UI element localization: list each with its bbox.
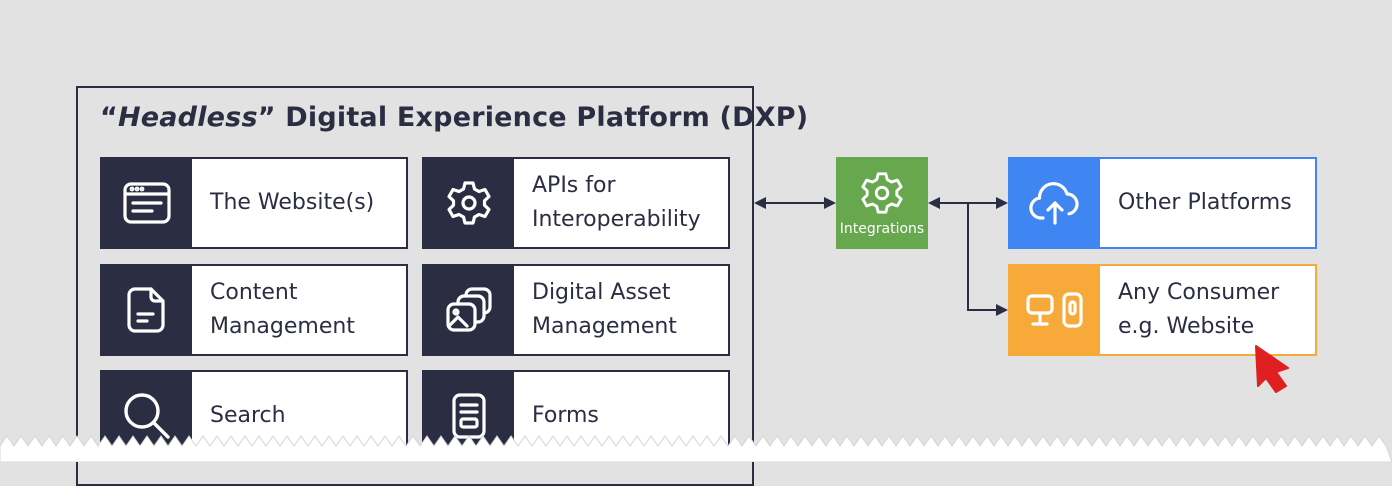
form-icon [424,372,514,460]
devices-icon [1010,266,1100,354]
browser-window-icon [102,159,192,247]
tile-label: The Website(s) [210,190,375,215]
gear-icon [424,159,514,247]
tile-forms: Forms [422,370,730,462]
tile-search: Search [100,370,408,462]
gear-icon [860,171,904,215]
connector-integrations-consumer [967,203,1008,316]
tile-label: Search [210,403,286,428]
external-other-platforms: Other Platforms [1008,157,1317,249]
tile-website: The Website(s) [100,157,408,249]
document-icon [102,266,192,354]
cloud-upload-icon [1010,159,1100,247]
tile-label: Forms [532,403,599,428]
image-stack-icon [424,266,514,354]
search-icon [102,372,192,460]
integrations-label: Integrations [839,221,925,237]
dxp-title: “Headless” Digital Experience Platform (… [100,102,809,133]
integrations-box: Integrations [836,157,928,249]
external-label: Other Platforms [1118,190,1292,215]
